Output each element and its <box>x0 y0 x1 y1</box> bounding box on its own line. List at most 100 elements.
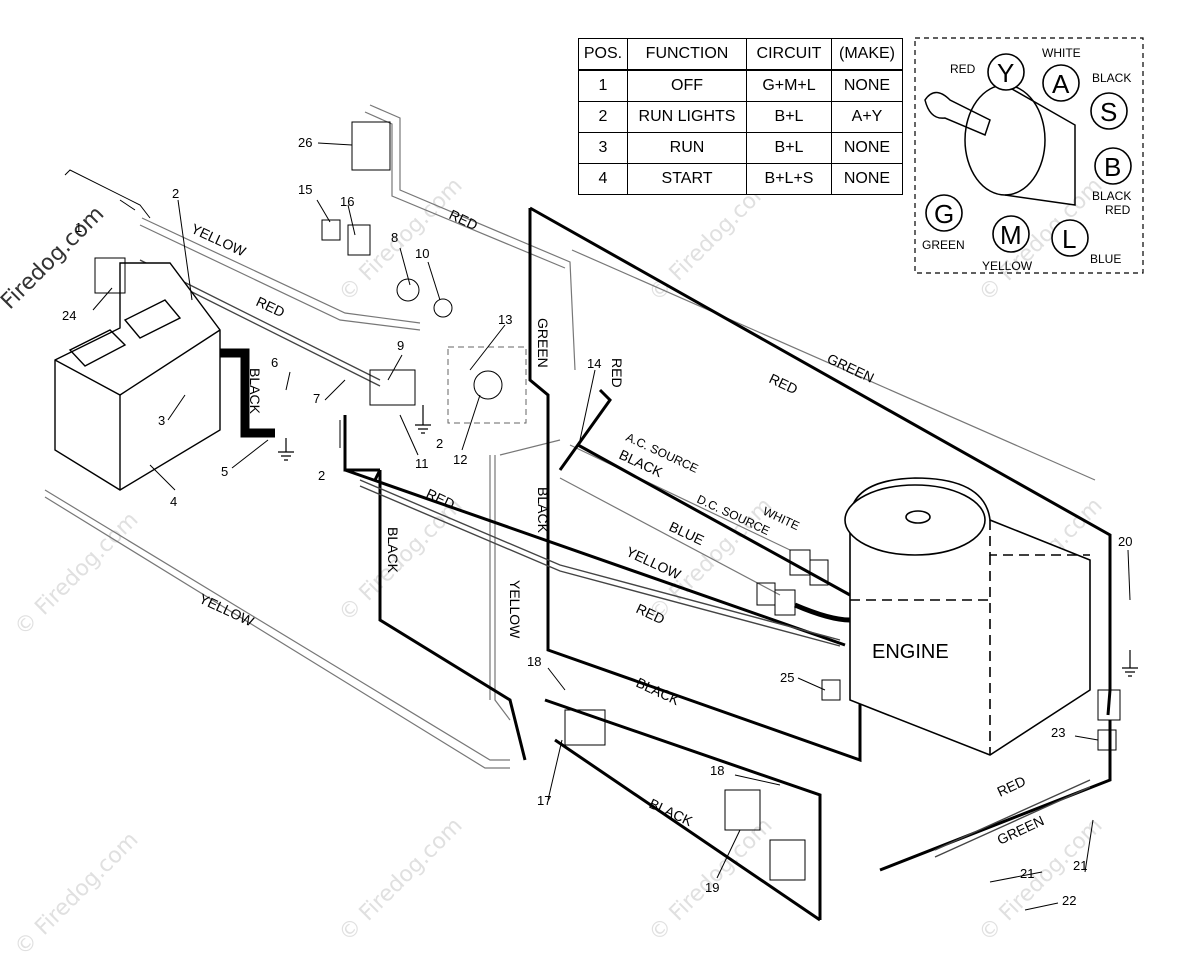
table-cell: B+L <box>746 132 832 164</box>
wire-label: YELLOW <box>197 590 257 629</box>
table-row: 2 RUN LIGHTS B+L A+Y <box>578 101 903 133</box>
part-number: 4 <box>170 494 177 509</box>
wire-label: BLACK <box>247 368 263 415</box>
wire-label: RED <box>254 293 288 320</box>
part-number: 9 <box>397 338 404 353</box>
part-number: 1 <box>75 220 82 235</box>
table-cell: 2 <box>578 101 628 133</box>
terminal-a: A <box>1052 69 1070 99</box>
wire-label: RED <box>447 206 481 233</box>
part-number: 21 <box>1073 858 1087 873</box>
part-number: 3 <box>158 413 165 428</box>
table-header: FUNCTION <box>627 38 747 71</box>
connector-blue2 <box>774 589 796 616</box>
switch-function-table: POS. FUNCTION CIRCUIT (MAKE) 1 OFF G+M+L… <box>578 38 903 195</box>
table-row: 1 OFF G+M+L NONE <box>578 69 903 102</box>
part-number: 14 <box>587 356 601 371</box>
terminal-label-black-red-1: BLACK <box>1092 189 1131 203</box>
wire-label: RED <box>767 370 801 397</box>
part-number: 21 <box>1020 866 1034 881</box>
table-cell: OFF <box>627 69 747 102</box>
terminal-label-black-red-2: RED <box>1105 203 1131 217</box>
engine-label: ENGINE <box>872 641 949 663</box>
wire-label: BLACK <box>385 527 401 574</box>
switch-box <box>447 346 527 424</box>
part-number: 2 <box>318 468 325 483</box>
part-number: 18 <box>710 763 724 778</box>
terminal-l: L <box>1062 224 1076 254</box>
terminal-label-yellow: YELLOW <box>982 259 1033 273</box>
part-number: 5 <box>221 464 228 479</box>
wire-label: RED <box>634 600 668 627</box>
table-cell: RUN <box>627 132 747 164</box>
part-numbers: 1 2 2 2 3 4 5 6 7 8 9 10 11 12 13 14 15 … <box>62 135 1132 908</box>
table-cell: 3 <box>578 132 628 164</box>
part-number: 18 <box>527 654 541 669</box>
table-header: CIRCUIT <box>746 38 832 71</box>
table-cell: A+Y <box>831 101 903 133</box>
wire-label: GREEN <box>825 350 877 386</box>
connector-part <box>769 839 806 881</box>
part-number: 26 <box>298 135 312 150</box>
key-part <box>321 219 341 241</box>
terminal-label-white: WHITE <box>1042 46 1081 60</box>
part-number: 16 <box>340 194 354 209</box>
part-number: 13 <box>498 312 512 327</box>
table-cell: B+L+S <box>746 163 832 195</box>
part-number: 6 <box>271 355 278 370</box>
part-number: 24 <box>62 308 76 323</box>
table-cell: 1 <box>578 69 628 102</box>
table-cell: NONE <box>831 132 903 164</box>
fuse-holder <box>94 257 126 294</box>
table-cell: G+M+L <box>746 69 832 102</box>
harness-plug <box>64 169 151 219</box>
wire-label: GREEN <box>535 318 551 368</box>
plug-part <box>351 121 391 171</box>
battery-ground-cable <box>205 348 275 438</box>
table-cell: RUN LIGHTS <box>627 101 747 133</box>
terminal-label-green: GREEN <box>922 238 965 252</box>
terminal-label-red: RED <box>950 62 976 76</box>
terminal-s: S <box>1100 97 1117 127</box>
wire-label: RED <box>995 773 1029 800</box>
table-cell: B+L <box>746 101 832 133</box>
table-row: 3 RUN B+L NONE <box>578 132 903 164</box>
solenoid-part <box>369 369 416 406</box>
table-cell: NONE <box>831 163 903 195</box>
connector-23b <box>1097 729 1117 751</box>
ground-symbols <box>278 405 1138 677</box>
table-header-row: POS. FUNCTION CIRCUIT (MAKE) <box>578 38 903 71</box>
key-switch-body <box>924 84 1076 206</box>
wire-label: RED <box>424 485 458 512</box>
wire-label: BLUE <box>667 518 707 548</box>
connector-white2 <box>809 559 829 586</box>
interlock-switch-part <box>724 789 761 831</box>
wire-label: GREEN <box>995 812 1047 848</box>
terminal-g: G <box>934 199 954 229</box>
battery <box>54 262 221 491</box>
terminal-m: M <box>1000 220 1022 250</box>
part-number: 17 <box>537 793 551 808</box>
part-number: 7 <box>313 391 320 406</box>
connector-blue <box>756 582 776 606</box>
key-switch-detail-box <box>914 37 1144 274</box>
nut-part <box>433 298 453 318</box>
bezel-part <box>396 278 420 302</box>
terminal-label-blue: BLUE <box>1090 252 1121 266</box>
wire-label: BLACK <box>634 674 683 708</box>
part-number: 2 <box>436 436 443 451</box>
engine-lead <box>794 602 851 623</box>
part-number: 2 <box>172 186 179 201</box>
table-header: POS. <box>578 38 628 71</box>
part-number: 22 <box>1062 893 1076 908</box>
terminal-circles <box>925 53 1132 257</box>
part-number: 11 <box>415 456 429 471</box>
wire-label: YELLOW <box>507 580 523 639</box>
part-number: 12 <box>453 452 467 467</box>
wire-label: RED <box>609 358 625 388</box>
part-number: 15 <box>298 182 312 197</box>
leader-lines <box>92 142 1131 911</box>
part-number: 10 <box>415 246 429 261</box>
harness-outline <box>44 104 1096 769</box>
